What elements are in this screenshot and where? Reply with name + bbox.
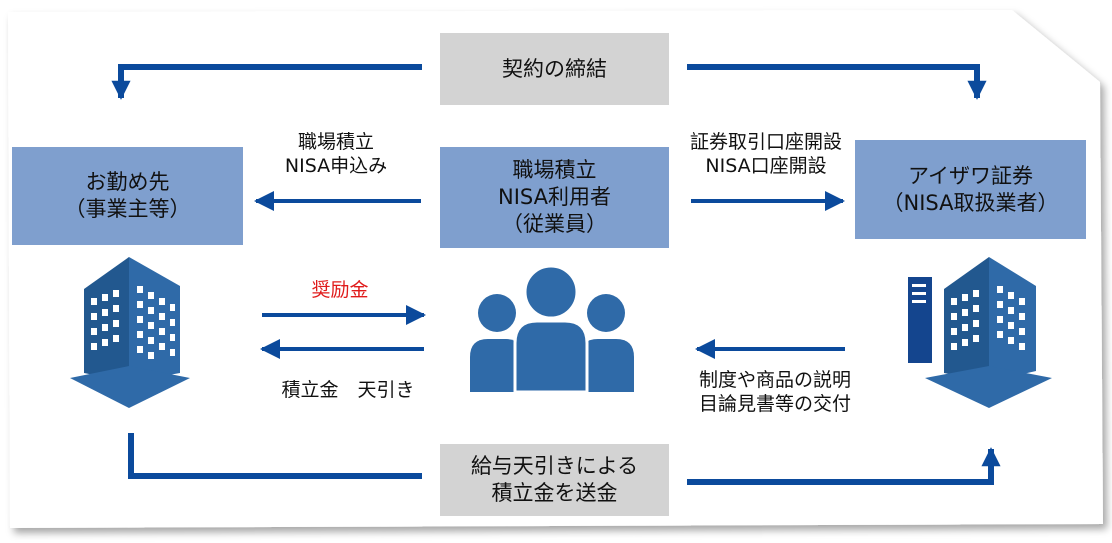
securities-name: アイザワ証券	[908, 163, 1033, 188]
account-label-line2: NISA口座開設	[705, 155, 827, 177]
people-group-icon	[470, 264, 634, 394]
employer-name: お勤め先	[85, 170, 170, 194]
transfer-line-left	[128, 433, 422, 479]
explain-label: 制度や商品の説明 目論見書等の交付	[680, 368, 870, 416]
contract-box: 契約の締結	[440, 33, 669, 105]
deduction-label: 積立金 天引き	[281, 379, 415, 401]
employer-box: お勤め先 （事業主等）	[12, 147, 243, 245]
incentive-label: 奨励金	[311, 279, 369, 301]
explain-label-line2: 目論見書等の交付	[698, 393, 851, 415]
apply-label: 職場積立 NISA申込み	[256, 130, 416, 178]
contract-text: 契約の締結	[502, 56, 607, 81]
account-label: 証券取引口座開設 NISA口座開設	[666, 130, 866, 178]
apply-label-line2: NISA申込み	[284, 155, 388, 177]
transfer-line1: 給与天引きによる	[470, 454, 639, 478]
user-line1: 職場積立	[512, 158, 597, 182]
apply-label-line1: 職場積立	[297, 131, 374, 153]
office-building-icon	[70, 257, 190, 408]
explain-label-line1: 制度や商品の説明	[698, 369, 851, 391]
securities-subtitle: （NISA取扱業者）	[882, 190, 1059, 215]
securities-box: アイザワ証券 （NISA取扱業者）	[855, 140, 1086, 239]
user-box: 職場積立 NISA利用者 （従業員）	[440, 147, 669, 248]
building-with-server-icon	[906, 257, 1052, 408]
transfer-arrow-right	[687, 447, 1001, 485]
employer-subtitle: （事業主等）	[64, 197, 191, 221]
account-label-line1: 証券取引口座開設	[689, 131, 842, 153]
contract-arrow-left	[111, 64, 422, 100]
user-line2: NISA利用者	[498, 185, 611, 209]
transfer-box: 給与天引きによる 積立金を送金	[440, 444, 669, 516]
transfer-line2: 積立金を送金	[491, 481, 618, 505]
user-line3: （従業員）	[502, 212, 607, 236]
contract-arrow-right	[687, 64, 987, 100]
